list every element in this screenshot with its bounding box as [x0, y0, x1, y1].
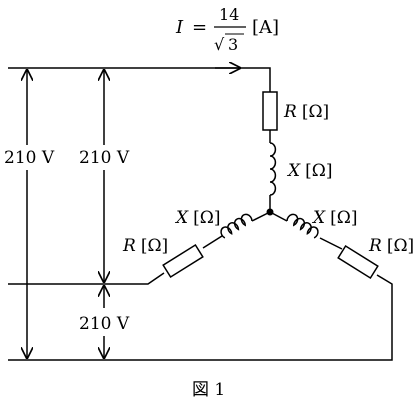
resistor-top: [262, 91, 278, 131]
top-line: [8, 67, 271, 92]
current-formula: I = 14 √ 3 [A]: [175, 5, 279, 54]
inductor-top: [269, 142, 277, 196]
resistor-right: [337, 244, 379, 280]
voltage-arrows: [27, 70, 104, 358]
bottom-line: [8, 274, 393, 361]
label-x-right: X[Ω]: [311, 208, 357, 228]
inductor-right: [286, 213, 319, 239]
voltage-left-inner: 210 V: [79, 148, 130, 168]
label-x-top: X[Ω]: [286, 161, 332, 181]
resistor-left: [162, 243, 204, 279]
wire-x-to-r-right: [319, 237, 343, 250]
current-denominator: 3: [228, 35, 238, 54]
voltage-left-outer: 210 V: [4, 148, 55, 168]
neutral-node: [266, 208, 274, 216]
middle-line: [8, 272, 165, 285]
label-r-left: R[Ω]: [122, 236, 168, 256]
wire-x-to-r-left: [202, 235, 223, 249]
current-unit: [A]: [252, 17, 279, 38]
label-r-right: R[Ω]: [368, 236, 414, 256]
radical-sign: √: [214, 35, 225, 54]
voltage-bottom: 210 V: [79, 314, 130, 334]
figure-caption: 図 1: [192, 380, 225, 400]
current-symbol: I: [175, 17, 184, 38]
label-x-left: X[Ω]: [174, 208, 220, 228]
current-equals: =: [192, 17, 207, 38]
inductor-left: [220, 213, 253, 239]
current-numerator: 14: [219, 5, 239, 24]
label-r-top: R[Ω]: [283, 102, 329, 122]
component-labels: R[Ω] X[Ω] X[Ω] X[Ω] R[Ω] R[Ω]: [122, 102, 414, 256]
